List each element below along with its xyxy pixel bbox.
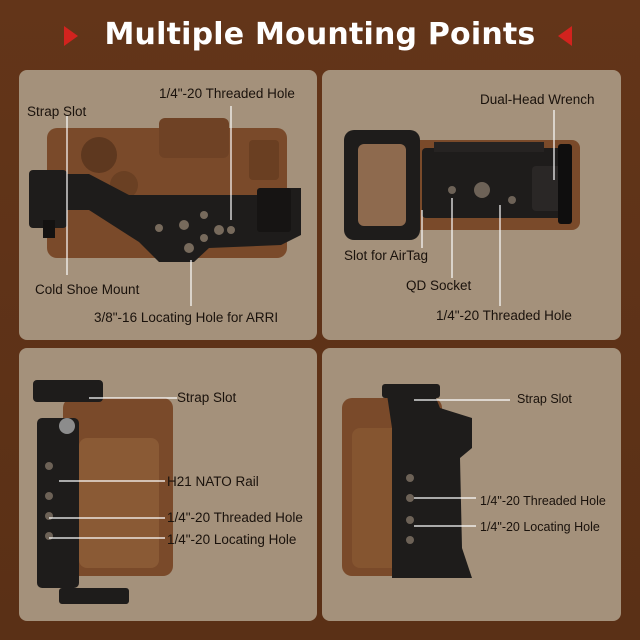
label-threaded-hole: 1/4"-20 Threaded Hole (436, 308, 572, 323)
right-side-illustration (342, 384, 510, 578)
panel-right-side-view: Strap Slot 1/4"-20 Threaded Hole 1/4"-20… (322, 348, 621, 621)
label-cold-shoe-mount: Cold Shoe Mount (35, 282, 140, 297)
label-threaded-hole: 1/4"-20 Threaded Hole (167, 510, 303, 525)
red-chevron-right-icon (64, 26, 78, 46)
panel-left-side-view: Strap Slot H21 NATO Rail 1/4"-20 Threade… (19, 348, 317, 621)
label-airtag-slot: Slot for AirTag (344, 248, 429, 263)
bottom-view-illustration (344, 110, 580, 306)
label-strap-slot: Strap Slot (27, 104, 87, 119)
label-qd-socket: QD Socket (406, 278, 472, 293)
label-threaded-hole: 1/4"-20 Threaded Hole (159, 86, 295, 101)
label-nato-rail: H21 NATO Rail (167, 474, 259, 489)
label-locating-hole: 1/4"-20 Locating Hole (167, 532, 297, 547)
label-strap-slot: Strap Slot (177, 390, 237, 405)
label-arri-hole: 3/8"-16 Locating Hole for ARRI (94, 310, 279, 325)
label-threaded-hole: 1/4"-20 Threaded Hole (480, 494, 606, 508)
page-title: Multiple Mounting Points (104, 16, 536, 52)
label-locating-hole: 1/4"-20 Locating Hole (480, 520, 600, 534)
left-side-illustration (33, 380, 177, 604)
label-dual-head-wrench: Dual-Head Wrench (480, 92, 595, 107)
panel-bottom-view: Dual-Head Wrench Slot for AirTag QD Sock… (322, 70, 621, 340)
panel-top-view: Strap Slot 1/4"-20 Threaded Hole Cold Sh… (19, 70, 317, 340)
red-chevron-left-icon (558, 26, 572, 46)
label-strap-slot: Strap Slot (517, 392, 572, 406)
top-view-illustration (29, 106, 301, 306)
title-bar: Multiple Mounting Points (0, 0, 640, 68)
